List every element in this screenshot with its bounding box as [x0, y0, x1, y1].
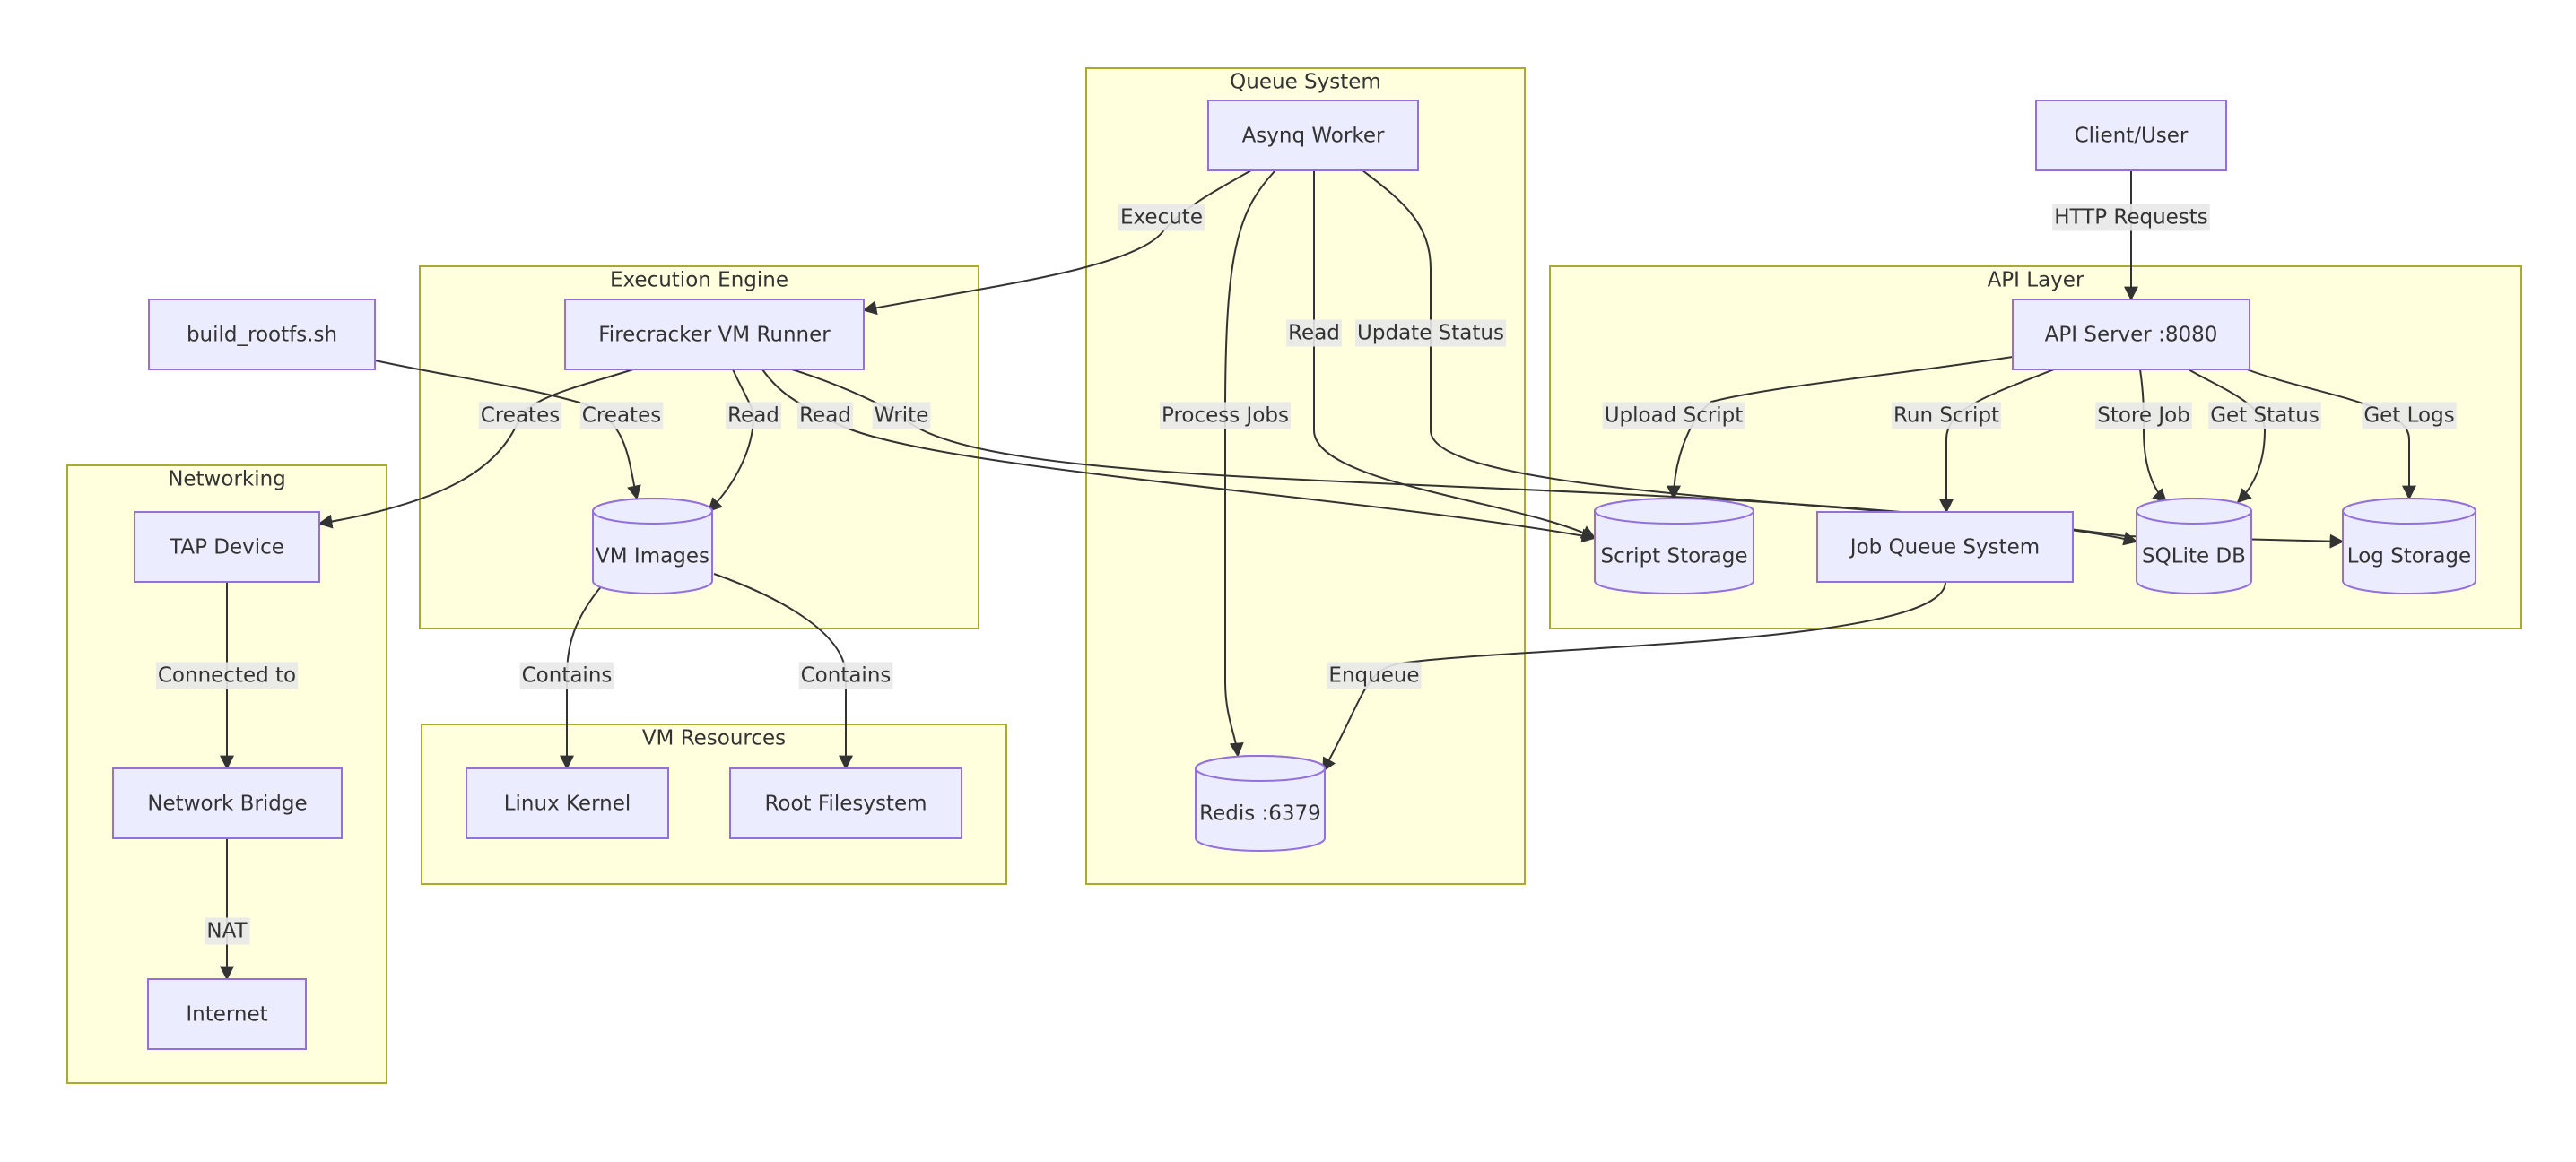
svg-text:Execute: Execute	[1120, 206, 1203, 230]
edge-api-script	[1667, 356, 2014, 500]
svg-text:Creates: Creates	[481, 404, 560, 428]
edge-label-fc-script: Read	[797, 402, 853, 429]
svg-text:Read: Read	[727, 404, 779, 428]
edge-label-asynq-script: Read	[1286, 319, 1342, 347]
svg-text:Redis :6379: Redis :6379	[1199, 802, 1321, 826]
svg-text:Log Storage: Log Storage	[2347, 545, 2471, 568]
svg-text:Contains: Contains	[801, 664, 892, 688]
svg-text:Get Logs: Get Logs	[2363, 404, 2454, 428]
edge-api-sqlite-store	[2139, 369, 2168, 504]
edge-api-log	[2246, 369, 2416, 500]
node-redis: Redis :6379	[1195, 755, 1326, 852]
svg-text:Run Script: Run Script	[1893, 404, 1999, 428]
svg-text:Client/User: Client/User	[2075, 125, 2189, 148]
edge-label-vm-rootfs: Contains	[798, 662, 893, 689]
node-apiserver: API Server :8080	[2012, 299, 2250, 370]
cluster-title-vmres: VM Resources	[642, 727, 786, 750]
edge-label-api-sqlite-status: Get Status	[2208, 402, 2321, 429]
edge-asynq-redis	[1224, 169, 1276, 758]
node-tap: TAP Device	[134, 511, 320, 583]
node-vmimages: VM Images	[592, 498, 713, 594]
cluster-title-exec: Execution Engine	[610, 269, 788, 292]
svg-text:Enqueue: Enqueue	[1328, 664, 1419, 688]
svg-text:Linux Kernel: Linux Kernel	[504, 793, 631, 816]
edge-label-api-sqlite-store: Store Job	[2095, 402, 2192, 429]
edge-label-tap-bridge: Connected to	[155, 662, 299, 689]
node-buildrootfs: build_rootfs.sh	[148, 299, 376, 370]
node-jobqueue: Job Queue System	[1816, 511, 2074, 583]
svg-text:Network Bridge: Network Bridge	[147, 793, 307, 816]
svg-text:Contains: Contains	[522, 664, 613, 688]
svg-text:Creates: Creates	[582, 404, 661, 428]
edge-label-bridge-internet: NAT	[205, 917, 250, 945]
svg-text:NAT: NAT	[206, 920, 248, 943]
edge-label-api-log: Get Logs	[2362, 402, 2457, 429]
edge-asynq-script	[1313, 170, 1597, 539]
node-bridge: Network Bridge	[112, 767, 343, 839]
svg-text:Read: Read	[1288, 322, 1340, 345]
svg-text:HTTP Requests: HTTP Requests	[2054, 206, 2208, 230]
svg-text:Read: Read	[799, 404, 851, 428]
edge-label-fc-vm: Read	[726, 402, 781, 429]
edge-label-fc-log: Write	[872, 402, 931, 429]
node-rootfs: Root Filesystem	[729, 767, 962, 839]
edge-label-api-jq: Run Script	[1891, 402, 2002, 429]
edge-label-client-api: HTTP Requests	[2052, 204, 2210, 231]
node-sqlite: SQLite DB	[2136, 498, 2252, 594]
node-logstorage: Log Storage	[2342, 498, 2476, 594]
edge-label-fc-tap: Creates	[478, 402, 562, 429]
edge-label-jq-redis: Enqueue	[1327, 662, 1422, 689]
edge-api-sqlite-status	[2188, 369, 2267, 504]
svg-text:Connected to: Connected to	[158, 664, 296, 688]
node-client: Client/User	[2035, 100, 2227, 171]
svg-text:Firecracker VM Runner: Firecracker VM Runner	[598, 324, 831, 347]
cluster-title-api: API Layer	[1988, 269, 2084, 292]
node-firecracker: Firecracker VM Runner	[564, 299, 865, 370]
svg-text:Store Job: Store Job	[2097, 404, 2190, 428]
node-kernel: Linux Kernel	[466, 767, 669, 839]
node-scriptstorage: Script Storage	[1594, 498, 1754, 594]
svg-text:Write: Write	[875, 404, 929, 428]
svg-text:TAP Device: TAP Device	[169, 536, 284, 559]
svg-text:Script Storage: Script Storage	[1600, 545, 1747, 568]
svg-text:Root Filesystem: Root Filesystem	[764, 793, 927, 816]
svg-text:build_rootfs.sh: build_rootfs.sh	[187, 324, 337, 347]
svg-text:Upload Script: Upload Script	[1605, 404, 1744, 428]
cluster-title-queue: Queue System	[1230, 71, 1381, 94]
cluster-title-net: Networking	[168, 468, 286, 491]
edge-label-asynq-redis: Process Jobs	[1160, 402, 1291, 429]
edge-build-vm	[374, 360, 641, 500]
node-internet: Internet	[147, 978, 307, 1050]
svg-text:API Server :8080: API Server :8080	[2045, 324, 2218, 347]
node-asynq: Asynq Worker	[1207, 100, 1419, 171]
edge-label-vm-kernel: Contains	[519, 662, 614, 689]
edge-label-api-script: Upload Script	[1602, 402, 1745, 429]
svg-text:Job Queue System: Job Queue System	[1849, 536, 2040, 559]
svg-text:Get Status: Get Status	[2210, 404, 2319, 428]
svg-text:Process Jobs: Process Jobs	[1162, 404, 1289, 428]
svg-text:Asynq Worker: Asynq Worker	[1242, 125, 1385, 148]
edge-jq-redis	[1322, 581, 1946, 773]
svg-text:Update Status: Update Status	[1357, 322, 1504, 345]
edge-label-asynq-sqlite: Update Status	[1355, 319, 1506, 347]
edge-label-asynq-fc: Execute	[1118, 204, 1205, 231]
edge-label-build-vm: Creates	[579, 402, 664, 429]
svg-text:SQLite DB: SQLite DB	[2142, 545, 2246, 568]
svg-text:VM Images: VM Images	[596, 545, 709, 568]
svg-text:Internet: Internet	[186, 1003, 267, 1027]
edge-asynq-fc	[862, 169, 1252, 316]
